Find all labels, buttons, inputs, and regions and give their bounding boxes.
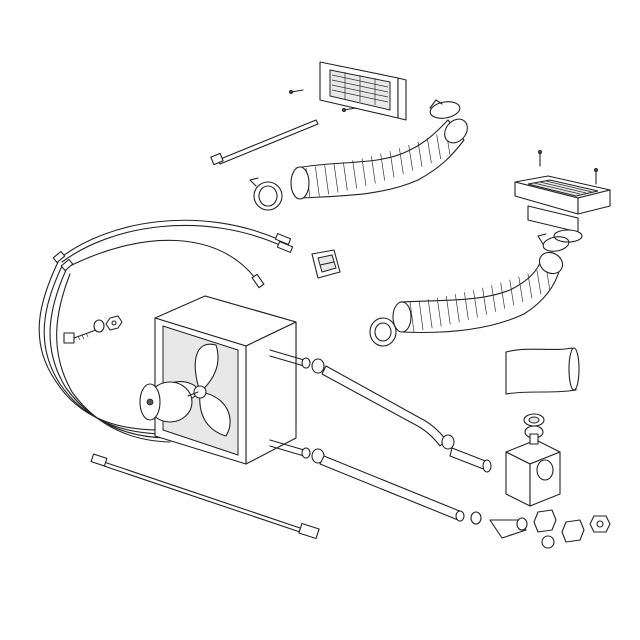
lower-vent-grille <box>514 149 611 243</box>
duct-rib <box>361 158 367 187</box>
duct-rib <box>509 279 515 306</box>
hose-clamp <box>369 233 570 347</box>
duct-rib <box>427 299 433 329</box>
duct-rib <box>408 144 414 171</box>
duct-rib <box>418 300 424 331</box>
duct-rib <box>409 301 415 333</box>
upper-flex-duct <box>290 118 468 200</box>
cable-tie <box>210 119 319 166</box>
duct-rib <box>518 276 524 302</box>
shutoff-valve <box>505 413 561 507</box>
lower-flex-duct <box>392 251 564 334</box>
heater-hose <box>319 365 465 522</box>
hose-clamp <box>249 99 461 211</box>
rocker-switch <box>311 249 341 279</box>
duct-rib <box>482 287 487 315</box>
pipe-fittings <box>441 434 611 549</box>
wiring-harness <box>38 219 294 443</box>
duct-rib <box>445 295 451 325</box>
duct-rib <box>380 153 386 181</box>
duct-rib <box>454 294 460 323</box>
bolt-washer-nut <box>63 315 123 344</box>
fan-heater-core-box <box>154 295 325 465</box>
duct-rib <box>370 156 376 184</box>
duct-rib <box>342 162 348 191</box>
duct-rib <box>389 150 395 178</box>
duct-rib <box>333 163 339 193</box>
duct-rib <box>500 282 506 309</box>
duct-rib <box>426 138 432 164</box>
duct-rib <box>464 292 469 320</box>
duct-rib <box>324 165 330 195</box>
ground-strap <box>90 453 320 540</box>
duct-rib <box>527 273 533 299</box>
duct-rib <box>436 297 442 327</box>
duct-rib <box>536 270 542 295</box>
duct-rib <box>398 148 404 175</box>
duct-rib <box>473 290 478 318</box>
duct-rib <box>417 141 423 167</box>
duct-rib <box>314 166 320 197</box>
duct-rib <box>436 134 442 159</box>
duct-rib <box>491 285 496 312</box>
fan-motor <box>139 381 199 423</box>
foam-sleeve <box>505 347 580 395</box>
duct-rib <box>352 160 358 189</box>
upper-vent-grille <box>288 61 407 121</box>
